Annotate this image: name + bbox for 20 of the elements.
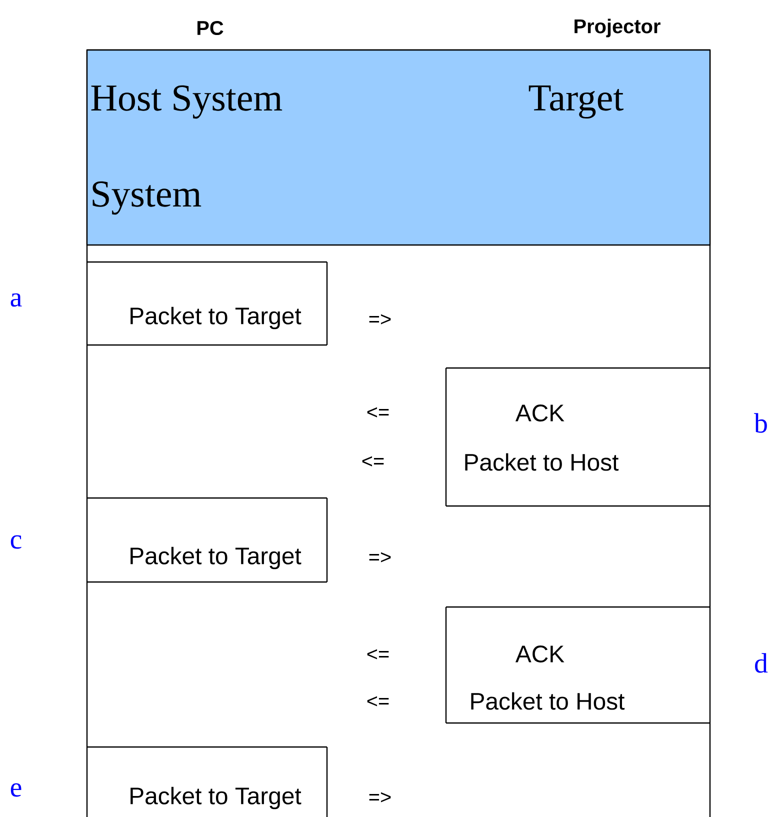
arrow-text: => xyxy=(369,792,391,802)
reply-box: ACK Packet to Host xyxy=(445,367,710,507)
packet-box: Packet to Target xyxy=(87,746,328,817)
arrow-text: => xyxy=(369,552,391,562)
arrow-text: <= xyxy=(367,649,389,660)
row-letter: a xyxy=(10,293,22,307)
arrow-text: <= xyxy=(367,407,389,418)
arrow-text: => xyxy=(369,314,391,324)
row-letter: e xyxy=(10,783,22,797)
heading-text: Target xyxy=(528,86,624,118)
row-letter: c xyxy=(10,535,22,549)
heading-text: Host System xyxy=(91,85,282,119)
heading-text: System xyxy=(92,181,202,215)
arrow-text: <= xyxy=(367,696,389,706)
arrow-text: <= xyxy=(362,456,384,466)
packet-box: Packet to Target xyxy=(87,497,328,583)
reply-box: ACK Packet to Host xyxy=(445,606,710,724)
packet-box: Packet to Target xyxy=(87,261,328,346)
row-letter: b xyxy=(754,413,767,433)
row-letter: d xyxy=(755,653,768,673)
